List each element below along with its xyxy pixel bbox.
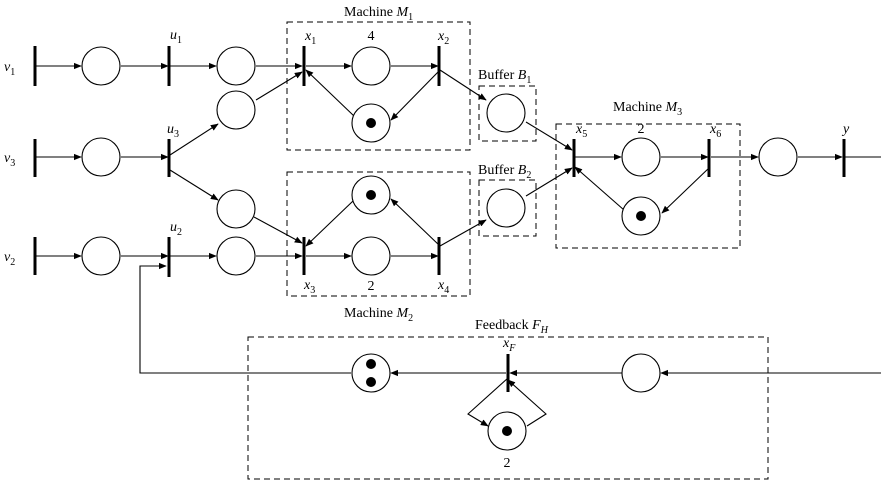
label-v1: v1: [4, 60, 15, 78]
label-u2: u2: [170, 220, 182, 238]
arc-idle1-x1: [305, 69, 355, 117]
label-x3: x3: [303, 278, 315, 296]
place-feedback-in: [621, 353, 661, 393]
label-x1: x1: [304, 29, 316, 47]
arc-pout-u2: [139, 262, 351, 374]
place-u2-out: [216, 236, 256, 276]
arc-idle2-x3: [305, 200, 354, 247]
place-feedback-out: [351, 353, 391, 393]
holding-time-m3: 2: [638, 122, 645, 137]
machine-m1-label: Machine M1: [344, 5, 413, 23]
arc-b1-x5: [525, 121, 573, 151]
label-x2: x2: [437, 29, 449, 47]
holding-time-feedback: 2: [504, 456, 511, 471]
arc-x6-idle3: [661, 166, 711, 214]
place-in-v3: [81, 137, 121, 177]
place-in-v2: [81, 236, 121, 276]
feedback-box: [247, 336, 769, 480]
arc-xf-loop: [467, 377, 509, 427]
place-m1-busy: [351, 46, 391, 86]
label-y: y: [841, 122, 850, 137]
label-v3: v3: [4, 151, 15, 169]
label-x6: x6: [709, 122, 721, 140]
buffer-b2-label: Buffer B2: [478, 163, 531, 181]
transitions: [33, 46, 846, 392]
feedback-label: Feedback FH: [475, 318, 549, 336]
token: [502, 426, 512, 436]
place-m3-busy: [621, 137, 661, 177]
tokens: [366, 118, 646, 436]
arc-x4-idle2: [390, 198, 441, 247]
arc-pb-x3: [253, 216, 303, 244]
arc-x4-b2: [439, 219, 487, 247]
label-u3: u3: [167, 122, 179, 140]
arcs: [36, 62, 881, 427]
machine-m3-label: Machine M3: [613, 100, 682, 118]
token: [366, 118, 376, 128]
arc-u3-pb: [169, 169, 219, 201]
place-u1-out: [216, 46, 256, 86]
label-u1: u1: [170, 28, 182, 46]
places: [81, 46, 798, 451]
label-xf: xF: [502, 336, 516, 354]
arc-x2-b1: [439, 69, 487, 101]
holding-time-m2: 2: [368, 279, 375, 294]
buffer-b1-label: Buffer B1: [478, 68, 531, 86]
machine-m2-label: Machine M2: [344, 306, 413, 324]
buffer-b1-box: [478, 85, 537, 142]
place-buffer-b1: [486, 93, 526, 133]
label-x4: x4: [437, 278, 449, 296]
buffer-b2-box: [478, 179, 537, 237]
place-m2-busy: [351, 236, 391, 276]
arc-loop-xf: [507, 379, 547, 427]
token: [636, 211, 646, 221]
label-v2: v2: [4, 250, 15, 268]
arc-idle3-x5: [574, 166, 625, 211]
arc-b2-x5: [525, 167, 573, 197]
token: [366, 190, 376, 200]
token: [366, 377, 376, 387]
place-output: [758, 137, 798, 177]
arc-pa-x1: [255, 71, 303, 101]
label-x5: x5: [575, 122, 587, 140]
machine-m3-box: [555, 123, 741, 249]
place-in-v1: [81, 46, 121, 86]
place-u3-a: [216, 90, 256, 130]
place-buffer-b2: [486, 188, 526, 228]
machine-m1-box: [286, 21, 471, 151]
holding-time-m1: 4: [368, 29, 375, 44]
arc-x2-idle1: [390, 69, 441, 121]
machine-m2-box: [286, 171, 471, 297]
token: [366, 359, 376, 369]
arc-u3-pa: [169, 123, 219, 156]
place-u3-b: [216, 189, 256, 229]
